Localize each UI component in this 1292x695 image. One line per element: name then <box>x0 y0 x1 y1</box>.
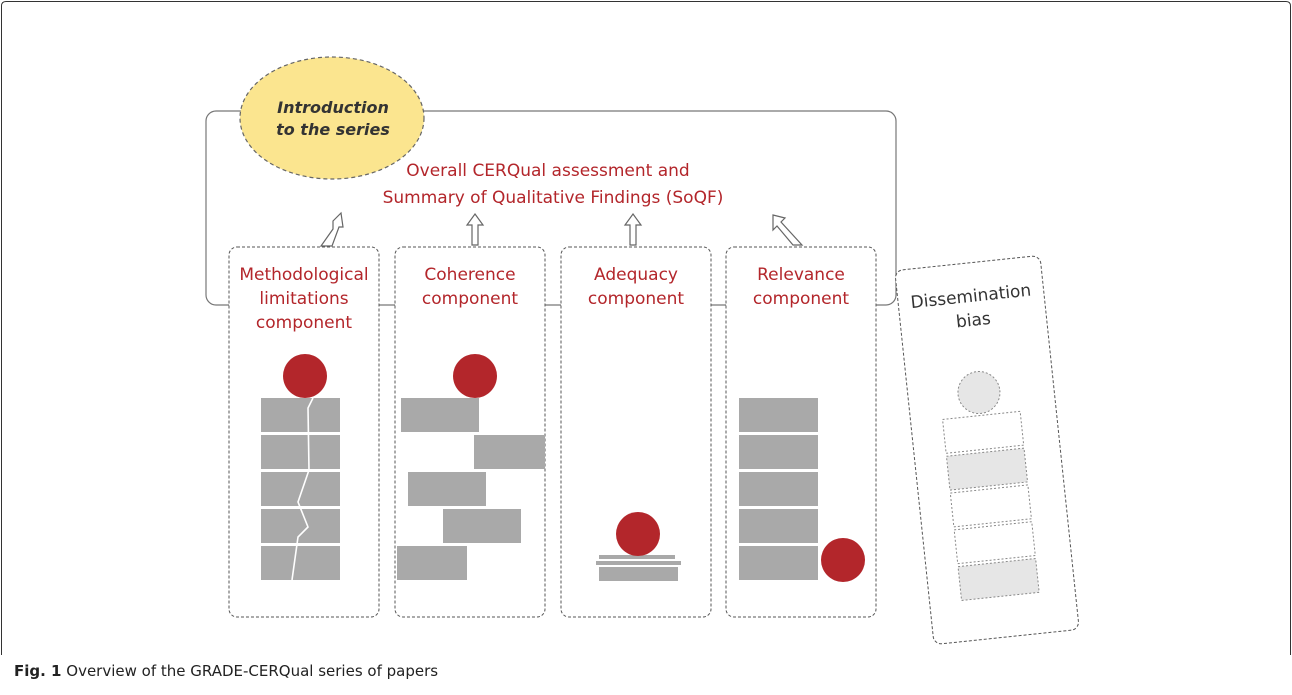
coherence-label-line2: component <box>422 289 519 309</box>
coherence-stack <box>397 398 545 580</box>
figure-border <box>1 1 1291 655</box>
dissemination-stack <box>942 410 1040 602</box>
methodological-label-line3: component <box>256 313 353 333</box>
introduction-ellipse <box>239 56 425 180</box>
methodological-label-line1: Methodological <box>239 265 368 285</box>
methodological-stack <box>261 398 340 580</box>
arrow-methodological-icon <box>319 211 344 247</box>
relevance-label-line1: Relevance <box>757 265 845 285</box>
introduction-line2: to the series <box>276 120 390 139</box>
adequacy-stack <box>596 555 681 581</box>
coherence-label-line1: Coherence <box>424 265 515 285</box>
methodological-label-line2: limitations <box>259 289 348 309</box>
methodological-ball-icon <box>283 354 327 398</box>
arrow-adequacy-icon <box>623 212 643 246</box>
caption-text: Overview of the GRADE-CERQual series of … <box>66 662 439 680</box>
adequacy-ball-icon <box>616 512 660 556</box>
arrow-coherence-icon <box>465 212 485 246</box>
introduction-line1: Introduction <box>277 98 389 117</box>
methodological-crack <box>291 397 314 581</box>
relevance-label-line2: component <box>753 289 850 309</box>
dissemination-label-line2: bias <box>955 309 992 333</box>
overall-title-line2: Summary of Qualitative Findings (SoQF) <box>383 188 724 208</box>
adequacy-label-line1: Adequacy <box>594 265 678 285</box>
dissemination-ball-icon <box>957 371 1001 415</box>
relevance-stack <box>739 398 818 580</box>
arrow-relevance-icon <box>772 214 804 246</box>
caption-label: Fig. 1 <box>14 662 62 680</box>
adequacy-label-line2: component <box>588 289 685 309</box>
coherence-ball-icon <box>453 354 497 398</box>
overall-title-line1: Overall CERQual assessment and <box>406 161 689 181</box>
dissemination-panel-group: Dissemination bias <box>895 255 1079 645</box>
relevance-ball-icon <box>821 538 865 582</box>
figure-caption: Fig. 1 Overview of the GRADE-CERQual ser… <box>14 662 438 680</box>
adequacy-panel <box>560 246 712 618</box>
